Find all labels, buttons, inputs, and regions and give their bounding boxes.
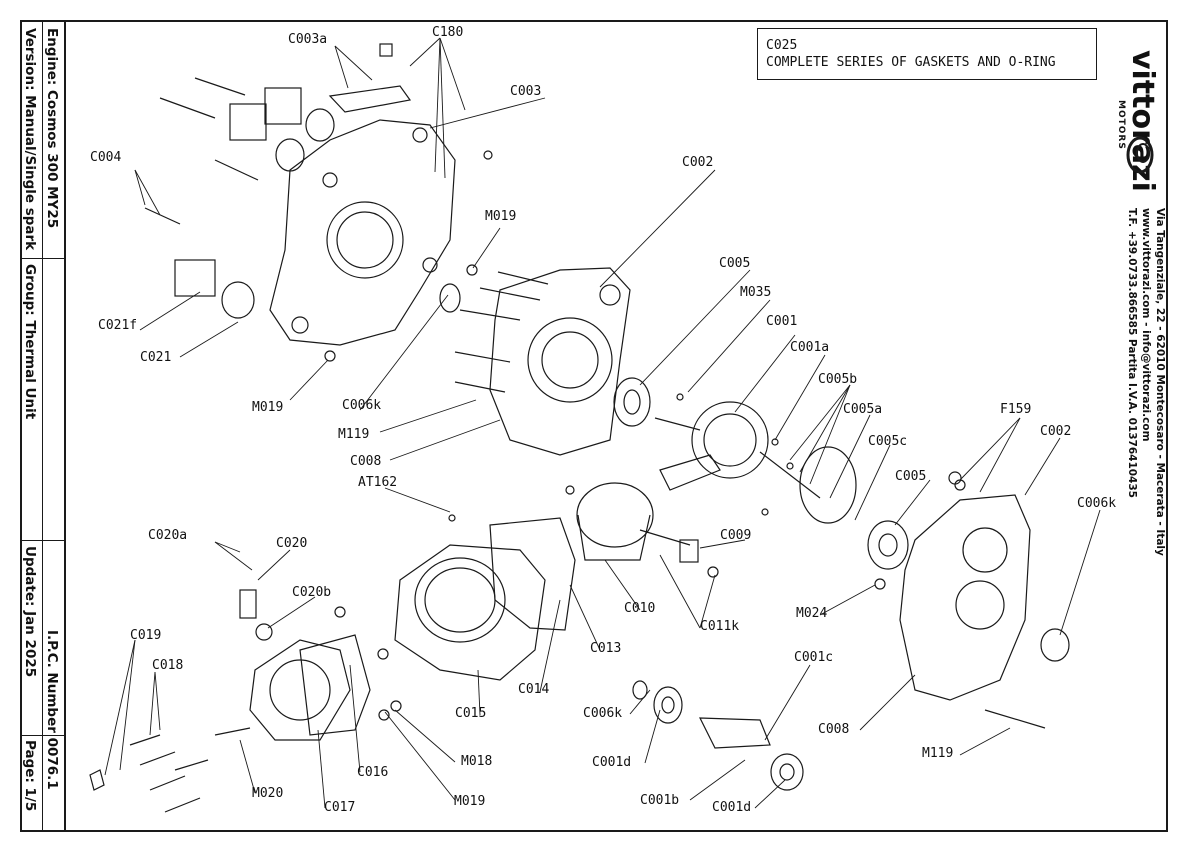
gasket-kit-note: C025 COMPLETE SERIES OF GASKETS AND O-RI… <box>757 28 1097 80</box>
cylinder-head <box>239 589 371 741</box>
note-description: COMPLETE SERIES OF GASKETS AND O-RING <box>766 55 1056 70</box>
callout-label: C009 <box>720 528 752 543</box>
callout-label: C011k <box>700 619 740 634</box>
callout-label: F159 <box>1000 402 1032 417</box>
callout-label: C004 <box>90 150 122 165</box>
callout-label: M020 <box>252 786 284 801</box>
crankcase-half-right <box>899 471 1046 729</box>
callout-label: C016 <box>357 765 389 780</box>
callout-label: C002 <box>1040 424 1072 439</box>
callout-label: C180 <box>432 25 464 40</box>
callout-label: C005a <box>843 402 883 417</box>
drawing-frame <box>20 20 1168 832</box>
callout-label: C008 <box>350 454 382 469</box>
title-block-separator <box>20 540 66 541</box>
callout-label: C001b <box>640 793 680 808</box>
callout-label: C021f <box>98 318 138 333</box>
callout-label: C015 <box>455 706 487 721</box>
callout-label: C018 <box>152 658 184 673</box>
title-block-separator <box>20 258 66 259</box>
callout-label: C014 <box>518 682 550 697</box>
balancer-shaft <box>632 680 804 791</box>
small-hardware <box>324 150 966 721</box>
callout-label: C001d <box>712 800 752 815</box>
crankshaft <box>654 401 821 499</box>
callout-label: C001 <box>766 314 798 329</box>
callout-label: C005b <box>818 372 858 387</box>
callout-label: M019 <box>485 209 517 224</box>
cylinder <box>394 544 546 681</box>
callout-label: M019 <box>252 400 284 415</box>
callout-label: C006k <box>342 398 382 413</box>
callout-label: C021 <box>140 350 172 365</box>
title-block <box>20 20 66 832</box>
title-block-divider <box>42 20 43 832</box>
note-code: C025 <box>766 38 798 53</box>
callout-label: C008 <box>818 722 850 737</box>
callout-label: C013 <box>590 641 622 656</box>
callout-label: M119 <box>338 427 370 442</box>
piston <box>565 482 719 578</box>
engine-mount-bracket <box>269 119 456 346</box>
callout-label: C020a <box>148 528 188 543</box>
callout-label: C020 <box>276 536 308 551</box>
callout-label: C001a <box>790 340 830 355</box>
callout-label: C001d <box>592 755 632 770</box>
callout-label: C006k <box>1077 496 1117 511</box>
callout-label: M035 <box>740 285 772 300</box>
brand-logo-icon <box>1126 136 1154 174</box>
callout-label: C003 <box>510 84 542 99</box>
head-bolts <box>89 727 251 813</box>
callout-label: C017 <box>324 800 356 815</box>
cylinder-gasket <box>489 517 576 631</box>
callout-label: AT162 <box>358 475 398 490</box>
callout-label: M019 <box>454 794 486 809</box>
callout-label: C005 <box>719 256 751 271</box>
callout-label: C003a <box>288 32 328 47</box>
callout-label: M018 <box>461 754 493 769</box>
callout-label: C010 <box>624 601 656 616</box>
silent-block-boxes <box>174 87 335 319</box>
callout-label: C020b <box>292 585 332 600</box>
crankcase-studs <box>454 271 549 393</box>
title-block-separator <box>20 735 66 736</box>
bearings-and-seals <box>439 283 1070 662</box>
callout-label: M119 <box>922 746 954 761</box>
callout-label: C002 <box>682 155 714 170</box>
callout-label: C006k <box>583 706 623 721</box>
callout-label: M024 <box>796 606 828 621</box>
leader-lines <box>104 37 1101 809</box>
callout-label: C005c <box>868 434 908 449</box>
callout-label: C005 <box>895 469 927 484</box>
callout-label: C001c <box>794 650 834 665</box>
crankcase-half-left <box>489 267 631 456</box>
mount-bolts <box>144 43 412 225</box>
callout-label: C019 <box>130 628 162 643</box>
